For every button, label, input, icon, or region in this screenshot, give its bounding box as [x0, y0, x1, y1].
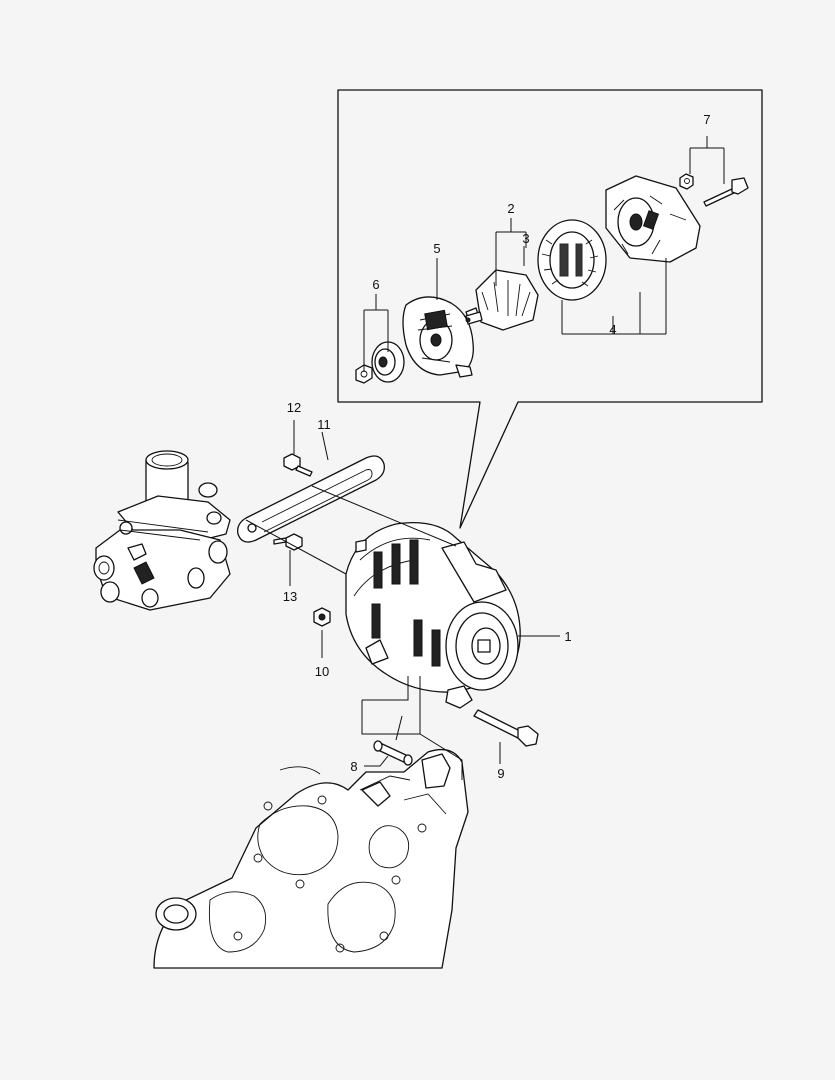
rotor [465, 269, 539, 331]
alternator-assembly [345, 521, 521, 709]
callout-1: 1 [564, 629, 571, 644]
callout-4: 4 [609, 322, 616, 337]
bracket-bolt-upper [283, 453, 313, 477]
inset-leaders [363, 136, 725, 372]
callout-13: 13 [283, 589, 297, 604]
rear-nut [679, 173, 694, 190]
adjusting-bracket [237, 455, 385, 543]
callout-6: 6 [372, 277, 379, 292]
callout-9: 9 [497, 766, 504, 781]
callout-5: 5 [433, 241, 440, 256]
callout-2: 2 [507, 201, 514, 216]
detail-inset-box [337, 89, 763, 529]
callout-11: 11 [317, 417, 331, 432]
alternator-nut [313, 607, 331, 627]
callout-8: 8 [350, 759, 357, 774]
water-outlet-housing [93, 450, 231, 611]
pivot-collar [373, 740, 413, 766]
bracket-bolt-lower [273, 533, 303, 551]
callout-12: 12 [287, 400, 301, 415]
timing-cover [153, 748, 469, 969]
callout-10: 10 [315, 664, 329, 679]
callout-7: 7 [703, 112, 710, 127]
stator [537, 219, 607, 301]
through-bolt [703, 177, 749, 207]
main-leaders [245, 420, 560, 780]
rear-housing [605, 175, 701, 263]
callout-3: 3 [522, 231, 529, 246]
alternator-pivot-bolt [473, 709, 539, 747]
callout-labels: 1 2 3 4 5 6 7 8 9 10 11 12 13 [283, 112, 711, 781]
